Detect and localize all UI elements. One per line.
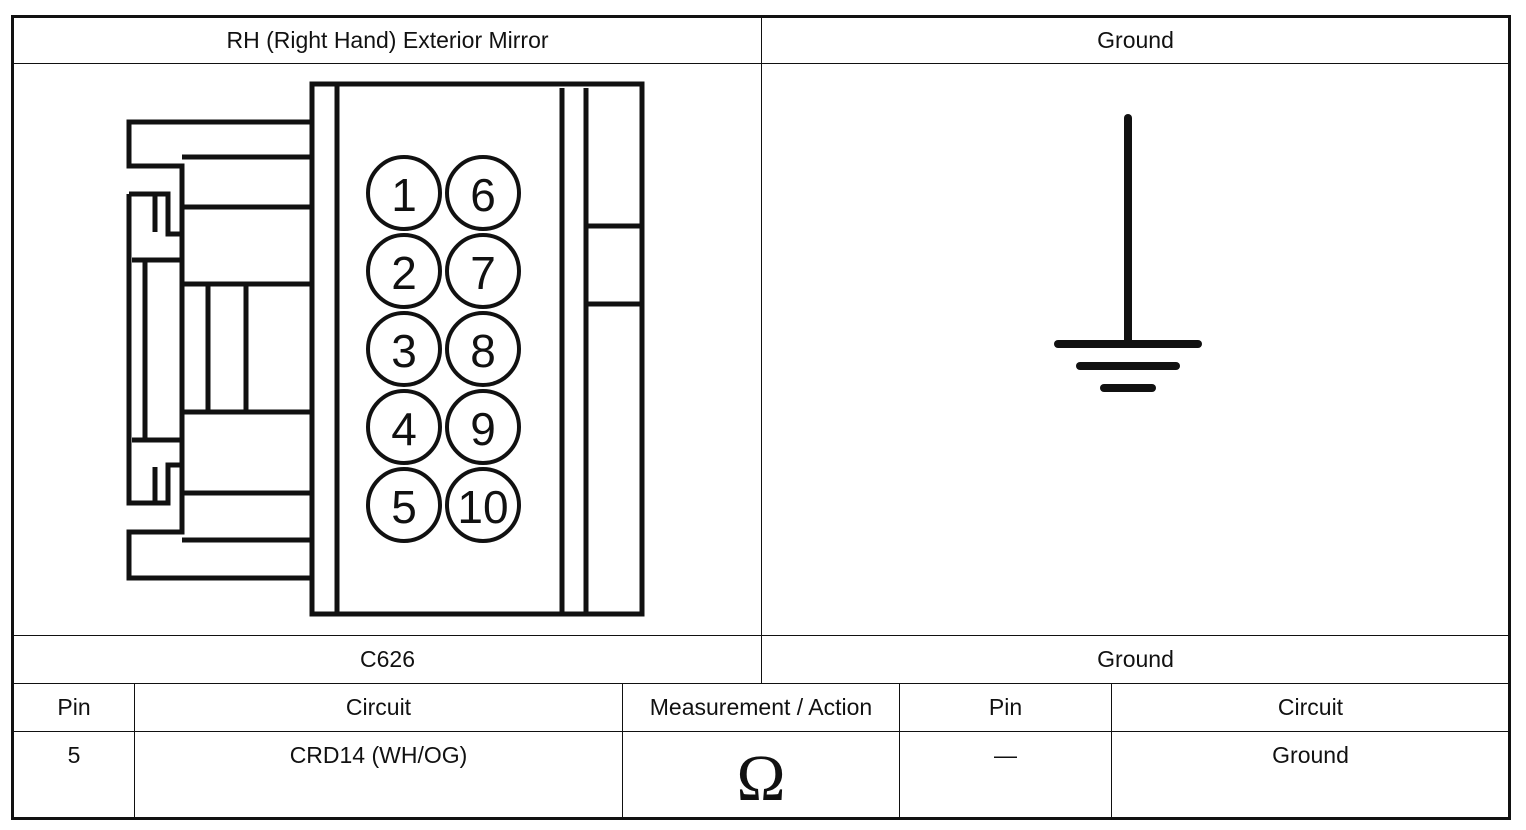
pin-2-label: 2 <box>391 247 417 299</box>
pin-9-circle <box>445 389 521 465</box>
table-header-pin2: Pin <box>988 694 1023 720</box>
ground-footer: Ground <box>1097 646 1174 672</box>
divider-col4 <box>1111 684 1112 819</box>
divider-col2 <box>622 684 623 819</box>
pin-7-circle <box>445 233 521 309</box>
pin-9-label: 9 <box>470 403 496 455</box>
table-header-circuit: Circuit <box>345 694 412 720</box>
pin-2-circle <box>366 233 442 309</box>
pin-3-circle <box>366 311 442 387</box>
table-cell-circuit2: Ground <box>1272 742 1349 768</box>
pin-3-label: 3 <box>391 325 417 377</box>
divider-col1 <box>134 684 135 819</box>
ground-header: Ground <box>1097 27 1174 53</box>
pin-1-label: 1 <box>391 169 417 221</box>
connector-face-diagram: 1 2 3 4 5 6 7 8 9 10 <box>126 81 645 617</box>
table-header-measurement: Measurement / Action <box>649 694 873 720</box>
table-header-circuit2: Circuit <box>1277 694 1344 720</box>
divider-center <box>761 16 762 684</box>
pin-4-circle <box>366 389 442 465</box>
table-cell-pin2: — <box>994 742 1017 768</box>
pin-8-label: 8 <box>470 325 496 377</box>
pin-5-label: 5 <box>391 481 417 533</box>
connector-housing-outline <box>309 81 645 617</box>
table-cell-pin: 5 <box>67 742 81 768</box>
connector-id: C626 <box>360 646 415 672</box>
pin-1-circle <box>366 155 442 231</box>
divider-col3 <box>899 684 900 819</box>
table-cell-measurement: Ω <box>623 732 899 818</box>
pin-6-label: 6 <box>470 169 496 221</box>
divider-table-row <box>12 731 1510 732</box>
connector-description-header: RH (Right Hand) Exterior Mirror <box>226 27 549 53</box>
pin-10-label: 10 <box>457 481 508 533</box>
pin-6-circle <box>445 155 521 231</box>
pin-8-circle <box>445 311 521 387</box>
pin-10-circle <box>445 467 521 543</box>
pin-7-label: 7 <box>470 247 496 299</box>
ohm-icon: Ω <box>736 742 786 815</box>
table-header-pin: Pin <box>57 694 91 720</box>
pin-4-label: 4 <box>391 403 417 455</box>
ground-symbol-icon <box>1054 114 1202 392</box>
pin-5-circle <box>366 467 442 543</box>
table-cell-circuit: CRD14 (WH/OG) <box>289 742 468 768</box>
